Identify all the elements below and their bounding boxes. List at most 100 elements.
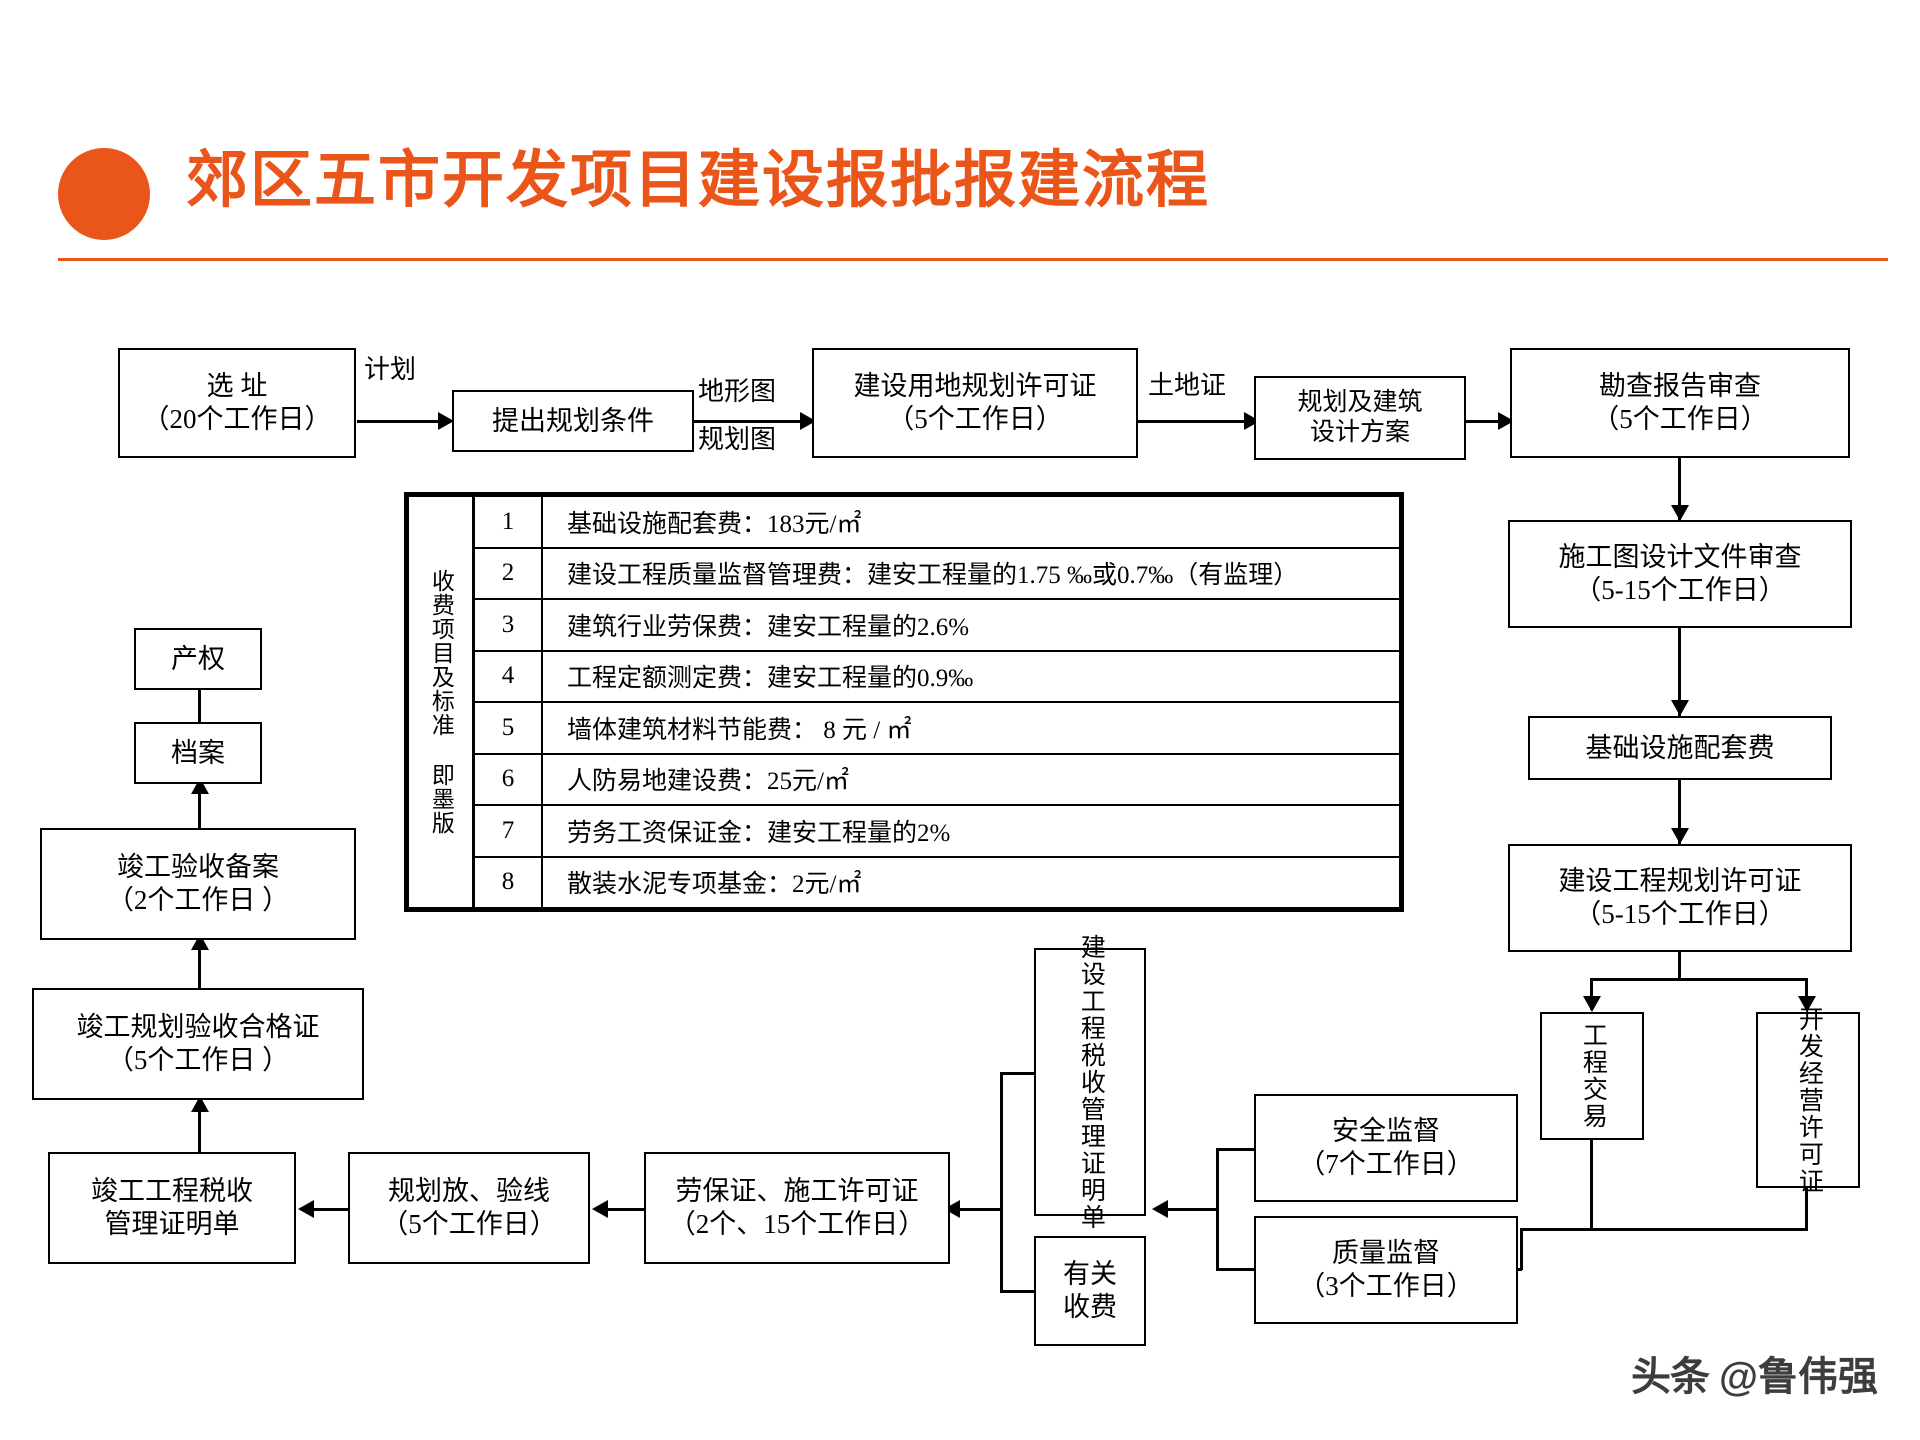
node-survey-review-line1: 勘查报告审查 [1599,371,1761,402]
node-design-scheme-line1: 规划及建筑 [1297,388,1423,416]
node-safety-supervision: 安全监督 （7个工作日） [1254,1094,1518,1202]
node-site-selection-line1: 选 址 [206,371,268,402]
connector-bracket-to-fees [1000,1290,1036,1293]
fee-row-number: 2 [475,548,543,598]
connector-supervision-out [1160,1208,1218,1211]
node-property-line1: 产权 [171,643,225,674]
arrowhead-supervision-out [1152,1200,1168,1218]
node-tax-certificate-line1: 建设工程税收管理证明单 [1077,933,1105,1231]
fee-row-item: 工程定额测定费：建安工程量的0.9‰ [567,665,974,693]
arrowhead-site-to-planning [438,412,454,430]
node-related-fees-line1: 有关 [1063,1259,1117,1290]
arrowhead-infra-to-construction [1671,828,1689,844]
node-planning-conditions: 提出规划条件 [452,390,694,452]
connector-compplanning-to-comprecord [198,938,201,990]
arrowhead-planningline-to-tax [298,1200,314,1218]
connector-site-to-planning [357,420,442,423]
connector-merge-left-leg [1520,1228,1523,1270]
node-related-fees-line2: 收费 [1063,1292,1117,1322]
node-planning-conditions-line1: 提出规划条件 [492,405,654,436]
fee-row-item: 墙体建筑材料节能费： 8 元 / ㎡ [567,716,912,744]
arrowhead-survey-to-drawing [1671,505,1689,521]
node-planning-line-line2: （5个工作日） [381,1209,557,1239]
node-design-scheme: 规划及建筑 设计方案 [1254,376,1466,460]
watermark-logo: 头条 [1630,1355,1710,1399]
node-development-permit: 开发经营许可证 [1756,1006,1860,1195]
node-completion-record-line2: （2个工作日 ） [106,885,290,915]
node-site-selection: 选 址 （20个工作日） [118,348,356,458]
fee-row-number: 7 [475,806,543,856]
node-labor-permit-line2: （2个、15个工作日） [668,1209,926,1239]
connector-planning-to-landuse [694,420,805,423]
arrowhead-drawing-to-infra [1671,700,1689,716]
watermark: 头条 @鲁伟强 [1631,1344,1878,1402]
edge-label-planning-map: 规划图 [698,425,777,454]
node-completion-planning: 竣工规划验收合格证 （5个工作日 ） [32,988,364,1100]
connector-landuse-to-design [1138,420,1250,423]
node-infra-fee: 基础设施配套费 [1528,716,1832,780]
table-row: 1 基础设施配套费：183元/㎡ [475,497,1399,549]
node-safety-supervision-line1: 安全监督 [1332,1116,1440,1147]
watermark-username: @鲁伟强 [1718,1355,1878,1399]
node-design-scheme-line2: 设计方案 [1309,419,1410,446]
node-related-fees: 有关 收费 [1034,1236,1146,1346]
title-divider [58,258,1888,261]
arrowhead-split-right [1798,996,1816,1012]
fee-row-item: 基础设施配套费：183元/㎡ [567,510,862,538]
node-development-permit-line1: 开发经营许可证 [1795,1005,1823,1195]
table-row: 6 人防易地建设费：25元/㎡ [475,754,1399,806]
node-archive: 档案 [134,722,262,784]
fee-row-number: 8 [475,857,543,907]
node-drawing-review-line1: 施工图设计文件审查 [1558,542,1802,573]
arrowhead-comptax-to-compplanning [191,1096,209,1112]
node-land-use-permit-line1: 建设用地规划许可证 [853,371,1097,402]
node-infra-fee-line1: 基础设施配套费 [1585,732,1775,763]
node-site-selection-line2: （20个工作日） [142,404,332,434]
node-land-use-permit: 建设用地规划许可证 （5个工作日） [812,348,1138,458]
node-survey-review: 勘查报告审查 （5个工作日） [1510,348,1850,458]
connector-archive-to-property [198,688,201,724]
node-completion-tax-line1: 竣工工程税收 [91,1176,253,1207]
node-completion-record: 竣工验收备案 （2个工作日 ） [40,828,356,940]
fee-row-number: 3 [475,600,543,650]
fee-row-number: 4 [475,651,543,701]
page-title: 郊区五市开发项目建设报批报建流程 [186,146,1211,215]
connector-devpermit-down [1805,1188,1808,1230]
fee-row-item: 建筑行业劳保费：建安工程量的2.6% [567,613,970,641]
connector-infra-to-construction [1678,780,1681,844]
node-drawing-review-line2: （5-15个工作日） [1574,575,1786,605]
table-row: 8 散装水泥专项基金：2元/㎡ [475,857,1399,907]
connector-taxgroup-bracket [1000,1072,1003,1292]
node-construction-permit-line1: 建设工程规划许可证 [1558,866,1802,897]
node-construction-permit: 建设工程规划许可证 （5-15个工作日） [1508,844,1852,952]
node-land-use-permit-line2: （5个工作日） [887,404,1063,434]
connector-design-to-survey [1466,420,1506,423]
table-row: 7 劳务工资保证金：建安工程量的2% [475,806,1399,858]
arrowhead-labor-to-planningline [592,1200,608,1218]
node-quality-supervision: 质量监督 （3个工作日） [1254,1216,1518,1324]
node-completion-planning-line1: 竣工规划验收合格证 [76,1012,320,1043]
connector-bracket-to-safety [1216,1148,1256,1151]
node-construction-permit-line2: （5-15个工作日） [1574,899,1786,929]
fee-standards-table: 收费项目及标准 即墨版 1 基础设施配套费：183元/㎡ 2 建设工程质量监督管… [404,492,1404,912]
node-completion-planning-line2: （5个工作日 ） [106,1045,290,1075]
connector-trade-down [1590,1140,1593,1230]
edge-label-plan: 计划 [364,355,417,384]
node-tax-certificate: 建设工程税收管理证明单 [1034,934,1146,1231]
node-labor-permit-line1: 劳保证、施工许可证 [675,1176,919,1207]
connector-split-right [1805,978,1808,1010]
node-completion-record-line1: 竣工验收备案 [117,852,279,883]
node-property: 产权 [134,628,262,690]
fee-row-number: 5 [475,703,543,753]
node-labor-permit: 劳保证、施工许可证 （2个、15个工作日） [644,1152,950,1264]
fee-row-item: 建设工程质量监督管理费：建安工程量的1.75 ‰或0.7‰（有监理） [567,562,1299,590]
fee-row-item: 人防易地建设费：25元/㎡ [567,768,849,796]
table-row: 3 建筑行业劳保费：建安工程量的2.6% [475,600,1399,652]
connector-comptax-to-compplanning [198,1100,201,1154]
connector-survey-to-drawing [1678,458,1681,520]
fee-row-number: 6 [475,754,543,804]
connector-drawing-to-infra [1678,628,1681,716]
connector-bracket-to-quality [1216,1268,1256,1271]
table-row: 2 建设工程质量监督管理费：建安工程量的1.75 ‰或0.7‰（有监理） [475,548,1399,600]
node-completion-tax-line2: 管理证明单 [104,1209,240,1239]
